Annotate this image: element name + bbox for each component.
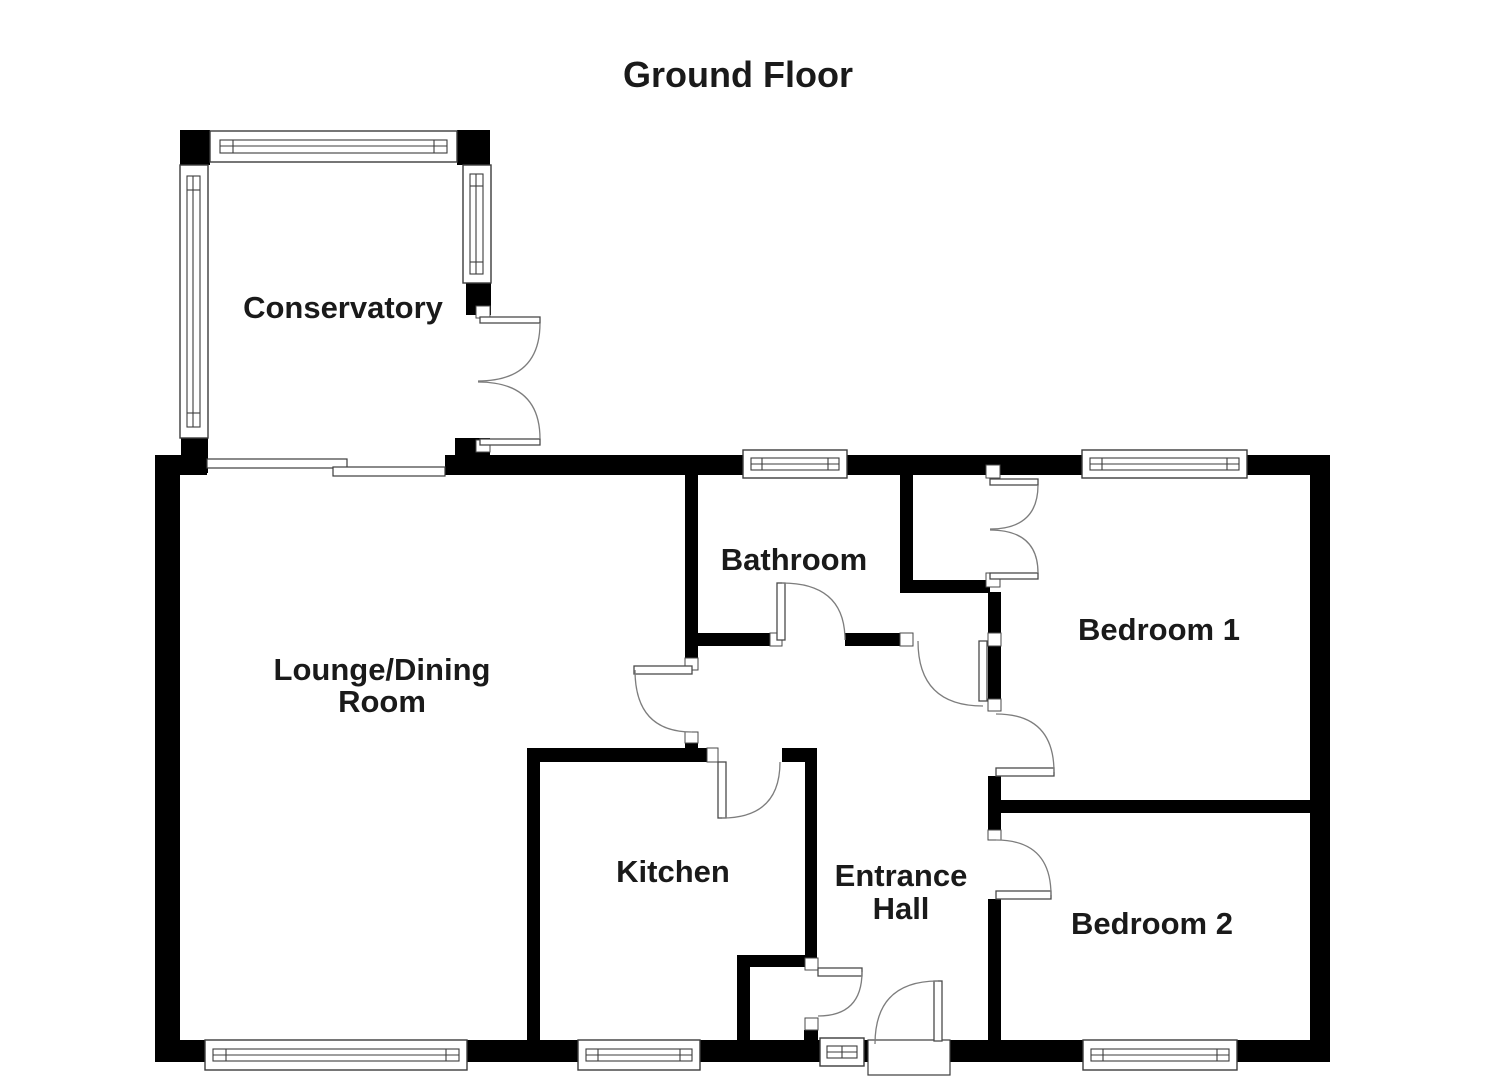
wall-bottom [700,1040,822,1062]
labels: Ground Floor Conservatory Lounge/Dining … [243,54,1240,941]
bathroom-wall-right [900,475,913,592]
doors [633,478,1055,1076]
lounge-door [633,665,693,733]
bedroom2-door [995,839,1052,900]
sliding-panel [332,466,446,477]
exterior-walls [155,455,1330,1062]
label-conservatory: Conservatory [243,290,444,325]
door-leaf [717,761,727,819]
front-door [867,980,951,1076]
conservatory-window-left [179,164,209,439]
door-leaf [479,438,541,446]
bedroom1-window [1081,449,1248,479]
door-swing-arc [917,640,984,707]
label-lounge-line1: Lounge/Dining [274,652,491,687]
door-leaf [817,967,863,977]
wall-bottom [467,1040,578,1062]
bathroom-door [776,582,846,641]
front-door-threshold [867,1039,951,1076]
bedroom1-wall-left [988,592,1001,705]
wall-top [445,455,743,475]
kitchen-wall-right [805,748,817,958]
wall-left [155,455,180,1062]
lobby-wall-top [737,955,805,967]
label-kitchen: Kitchen [616,854,730,889]
hall-cupboard-door [917,640,988,707]
kitchen-wall-top [540,748,707,762]
bathroom-wall-bottom [698,633,770,646]
wall-bottom [945,1040,1083,1062]
bedroom2-window [1082,1039,1238,1071]
label-bedroom1: Bedroom 1 [1078,612,1240,647]
door-swing-arc [989,529,1039,574]
kitchen-window [577,1039,701,1071]
label-entrance-line1: Entrance [835,858,968,893]
conservatory-post [180,130,210,165]
wall-bottom [1237,1040,1330,1062]
door-leaf [989,572,1039,580]
door-leaf [978,640,988,702]
kitchen-door [717,761,781,819]
conservatory-french-doors [475,305,541,453]
windows [204,449,1248,1071]
bedroom1-door [995,713,1055,777]
lobby-wall-stub [804,1030,818,1042]
bathroom-wall-bottom [845,633,900,646]
conservatory-post [457,130,490,165]
bedroom1-wall-left [988,899,1001,1040]
door-leaf [479,316,541,324]
door-swing-arc [781,582,846,641]
door-swing-arc [721,761,781,819]
door-swing-arc [634,669,693,733]
bedroom1-wardrobe-doors [989,478,1039,580]
bedroom1-wall-left [988,776,1001,834]
sliding-patio-doors [206,458,446,477]
door-swing-arc [989,484,1039,530]
label-entrance-line2: Hall [873,891,930,926]
wall-top [847,455,1082,475]
kitchen-wall-left [527,748,540,1040]
sliding-panel [206,458,348,469]
wall-bottom [862,1040,872,1062]
label-bedroom2: Bedroom 2 [1071,906,1233,941]
door-leaf [989,478,1039,486]
door-swing-arc [477,322,541,382]
door-jambs [684,464,1002,1031]
door-leaf [995,767,1055,777]
lobby-wall-left [737,955,750,1040]
door-swing-arc [817,971,863,1017]
page-title: Ground Floor [623,54,853,95]
lobby-door [817,967,863,1017]
lounge-window [204,1039,468,1071]
door-leaf [995,890,1052,900]
bathroom-window [742,449,848,479]
conservatory-window-right [462,164,492,284]
door-leaf [776,582,786,641]
door-swing-arc [995,839,1052,896]
wall-right [1310,455,1330,1062]
bedroom-divider-wall [996,800,1310,813]
conservatory-post [181,438,208,473]
door-swing-arc [477,381,541,440]
door-swing-arc [995,713,1055,773]
door-leaf [933,980,943,1042]
bathroom-wall-left [685,475,698,646]
label-lounge-line2: Room [338,684,426,719]
cupboard-wall-bottom [900,580,990,593]
conservatory-structure [179,130,541,477]
interior-walls [527,475,1310,1042]
wall-top [1247,455,1330,475]
door-swing-arc [874,980,939,1045]
small-hall-window [819,1037,865,1067]
conservatory-window-top [209,130,458,163]
wall-bottom [155,1040,205,1062]
door-leaf [633,665,693,675]
label-bathroom: Bathroom [721,542,867,577]
